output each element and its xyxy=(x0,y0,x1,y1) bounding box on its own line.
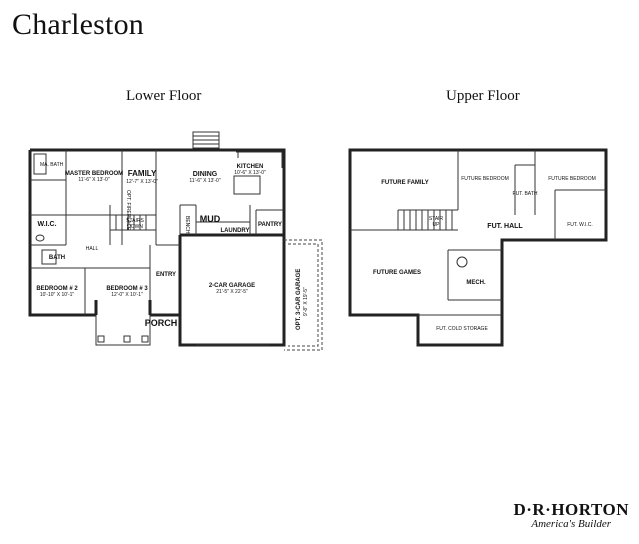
bedroom2-dim: 10'-10" X 10'-1" xyxy=(40,292,75,298)
upper-outer-wall xyxy=(348,148,608,347)
garage-label: 2-CAR GARAGE xyxy=(209,283,255,289)
tub-icon xyxy=(33,153,47,175)
future-games-label: FUTURE GAMES xyxy=(373,270,421,276)
fut-wic-label: FUT. W.I.C. xyxy=(567,222,593,228)
family-dim: 12'-7" X 13'-0" xyxy=(126,179,158,185)
family-label: FAMILY xyxy=(128,169,157,178)
master-bedroom-dim: 11'-6" X 13'-0" xyxy=(78,177,109,183)
fut-cold-storage-label: FUT. COLD STORAGE xyxy=(436,326,488,332)
opt-garage-label: OPT. 3-CAR GARAGE xyxy=(296,269,302,330)
stairs-label: STAIRS xyxy=(126,218,144,224)
mech-equipment-icon xyxy=(456,256,468,268)
future-bedroom-1-label: FUTURE BEDROOM xyxy=(461,176,509,182)
laundry-label: LAUNDRY xyxy=(220,228,249,234)
master-bedroom-label: MASTER BEDROOM xyxy=(65,171,123,177)
drhorton-logo: D·R·HORTON America's Builder xyxy=(513,500,629,530)
opt-garage-dim: 9'-8" X 19'-5" xyxy=(303,287,309,316)
garage-dim: 21'-5" X 22'-5" xyxy=(216,289,248,295)
fut-bath-label: FUT. BATH xyxy=(513,191,538,197)
upper-floor-label: Upper Floor xyxy=(446,88,520,104)
fut-hall-label: FUT. HALL xyxy=(487,223,523,230)
upper-floor-plan: FUTURE FAMILY FUTURE BEDROOM FUTURE BEDR… xyxy=(348,148,608,347)
mech-label: MECH. xyxy=(466,280,486,286)
future-family-label: FUTURE FAMILY xyxy=(381,180,428,186)
hall-label: HALL xyxy=(86,246,99,252)
dining-label: DINING xyxy=(193,171,218,178)
bedroom2-label: BEDROOM # 2 xyxy=(36,286,78,292)
bench-label: BENCH xyxy=(184,216,190,234)
kitchen-dim: 10'-6" X 13'-0" xyxy=(234,170,266,176)
porch-label: PORCH xyxy=(145,318,178,328)
mud-label: MUD xyxy=(200,214,221,224)
toilet-icon xyxy=(35,234,45,242)
page-title: Charleston xyxy=(12,8,144,41)
entry-label: ENTRY xyxy=(156,272,176,278)
upper-stairs xyxy=(403,210,453,230)
lower-floor-plan: MA. BATH MASTER BEDROOM 11'-6" X 13'-0" … xyxy=(28,131,323,351)
optional-garage-outline xyxy=(284,239,323,351)
stair-label: STAIR xyxy=(429,216,444,222)
lower-floor-label: Lower Floor xyxy=(126,88,202,104)
bedroom3-dim: 12'-0" X 10'-1" xyxy=(111,292,143,298)
back-steps xyxy=(192,131,220,149)
logo-tagline: America's Builder xyxy=(531,518,612,530)
kitchen-island xyxy=(233,175,261,195)
kitchen-label: KITCHEN xyxy=(237,164,264,170)
wic-label: W.I.C. xyxy=(37,221,56,228)
logo-name: D·R·HORTON xyxy=(513,500,629,519)
bedroom3-label: BEDROOM # 3 xyxy=(106,286,148,292)
tub-icon xyxy=(41,249,57,265)
pantry-label: PANTRY xyxy=(258,222,282,228)
porch xyxy=(95,315,151,346)
stairs-sub-label: DOWN xyxy=(127,224,143,230)
lower-stairs xyxy=(109,214,157,231)
future-bedroom-2-label: FUTURE BEDROOM xyxy=(548,176,596,182)
stair-sub-label: UP xyxy=(433,222,441,228)
ma-bath-label: MA. BATH xyxy=(40,162,64,168)
bath-label: BATH xyxy=(49,255,65,261)
dining-dim: 11'-6" X 13'-0" xyxy=(189,178,220,184)
opt-fireplace-label: OPT. FIREPLACE xyxy=(125,190,131,231)
